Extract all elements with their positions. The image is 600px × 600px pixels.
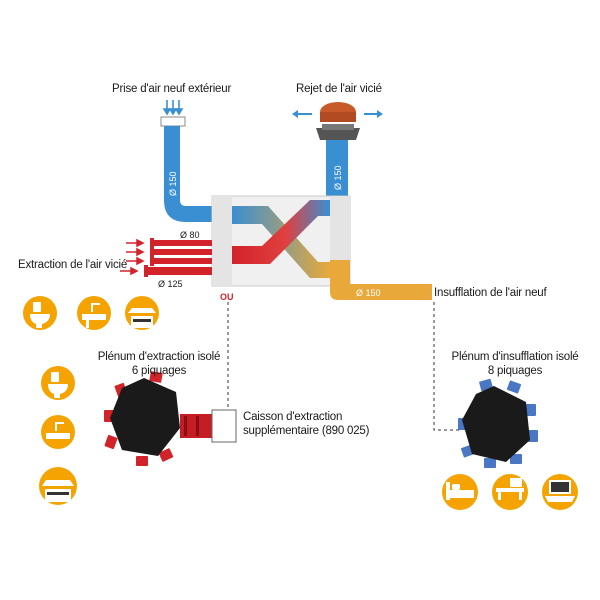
- kitchen-hood-icon: [125, 296, 159, 330]
- intake-grill: [160, 100, 186, 127]
- bed-icon: [442, 474, 478, 510]
- extraction-plenum-ports: 6 piquages: [131, 365, 187, 377]
- stale-air-extraction-label: Extraction de l'air vicié: [18, 259, 128, 271]
- supply-plenum-title: Plénum d'insufflation isolé: [451, 351, 579, 363]
- exhaust-duct: [326, 140, 348, 198]
- small-extract-diameter: Ø 80: [180, 230, 200, 240]
- supply-plenum: [458, 378, 538, 468]
- extraction-plenum-title: Plénum d'extraction isolé: [97, 351, 221, 363]
- kitchen-hood-icon: [39, 467, 77, 505]
- office-laptop-icon: [542, 474, 578, 510]
- bathroom-sink-icon: [77, 296, 111, 330]
- roof-exhaust-cap: [292, 102, 383, 140]
- extra-box-title: Caisson d'extraction: [243, 411, 343, 423]
- stale-air-cross-flow: [232, 200, 330, 264]
- or-label: OU: [220, 292, 234, 302]
- bathroom-sink-icon: [41, 415, 75, 449]
- toilet-icon: [41, 366, 75, 400]
- supply-plenum-ports: 8 piquages: [487, 365, 543, 377]
- supply-diameter: Ø 150: [356, 288, 381, 298]
- extraction-plenum-label: Plénum d'extraction isolé 6 piquages: [84, 350, 234, 378]
- extra-box-label: Caisson d'extraction supplémentaire (890…: [243, 410, 369, 438]
- intake-diameter: Ø 150: [168, 171, 178, 196]
- stale-air-exhaust-label: Rejet de l'air vicié: [296, 83, 382, 95]
- extraction-plenum: [104, 371, 212, 466]
- extra-box-reference: supplémentaire (890 025): [243, 425, 370, 437]
- extra-extraction-box: [211, 409, 237, 443]
- intake-duct: [164, 126, 212, 222]
- extraction-arrows: [120, 238, 145, 276]
- fresh-air-supply-label: Insufflation de l'air neuf: [434, 287, 547, 299]
- extraction-inlets: [144, 238, 212, 277]
- fresh-air-intake-label: Prise d'air neuf extérieur: [112, 83, 232, 95]
- exhaust-diameter: Ø 150: [333, 165, 343, 190]
- living-room-icon: [492, 474, 528, 510]
- large-extract-diameter: Ø 125: [158, 279, 183, 289]
- supply-duct: [330, 260, 432, 300]
- supply-plenum-connector: [433, 302, 462, 431]
- supply-plenum-label: Plénum d'insufflation isolé 8 piquages: [440, 350, 590, 378]
- toilet-icon: [23, 296, 57, 330]
